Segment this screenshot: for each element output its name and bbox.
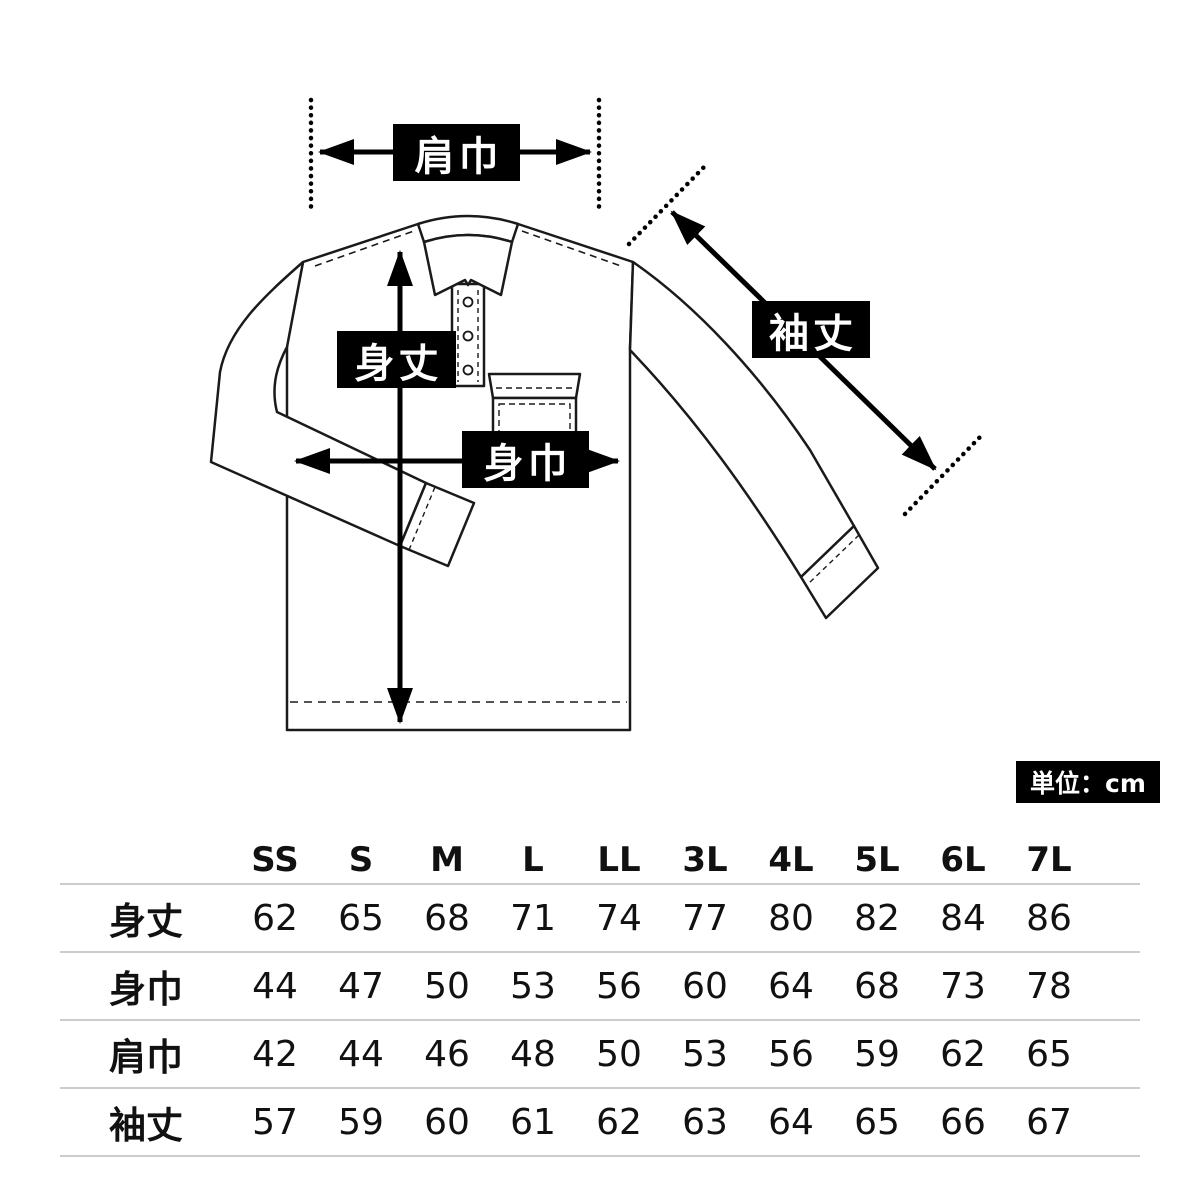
size-value-cell: 57 (252, 1101, 298, 1143)
size-value-cell: 68 (424, 897, 470, 939)
size-value-cell: 62 (596, 1101, 642, 1143)
shirt-measurement-illustration (209, 97, 983, 732)
size-column-header: LL (597, 839, 641, 880)
size-value-cell: 65 (338, 897, 384, 939)
table-row: 身巾 44 47 50 53 56 60 64 68 73 78 (60, 952, 1140, 1020)
body-length-label: 身丈 (337, 331, 456, 388)
size-value-cell: 47 (338, 965, 384, 1007)
size-value-cell: 66 (940, 1101, 986, 1143)
size-value-cell: 64 (768, 965, 814, 1007)
size-column-header: S (348, 839, 374, 880)
size-value-cell: 50 (596, 1033, 642, 1075)
shoulder-stitch-left (314, 230, 415, 267)
sleeve-length-guide-lines (626, 164, 983, 517)
size-column-header: 4L (768, 839, 814, 880)
size-value-cell: 50 (424, 965, 470, 1007)
size-value-cell: 48 (510, 1033, 556, 1075)
size-table: SS S M L LL 3L 4L 5L 6L 7L 身丈 62 65 68 7… (60, 836, 1140, 1157)
size-value-cell: 64 (768, 1101, 814, 1143)
size-value-cell: 59 (338, 1101, 384, 1143)
size-value-cell: 84 (940, 897, 986, 939)
size-value-cell: 82 (854, 897, 900, 939)
placket-buttons (462, 296, 474, 376)
size-value-cell: 56 (768, 1033, 814, 1075)
size-value-cell: 78 (1026, 965, 1072, 1007)
size-value-cell: 68 (854, 965, 900, 1007)
collar (416, 214, 520, 297)
size-value-cell: 65 (1026, 1033, 1072, 1075)
size-column-header: 6L (940, 839, 986, 880)
size-value-cell: 63 (682, 1101, 728, 1143)
table-spacer (1092, 1020, 1140, 1088)
body-width-label: 身巾 (462, 431, 589, 488)
size-value-cell: 62 (940, 1033, 986, 1075)
size-value-cell: 60 (682, 965, 728, 1007)
shoulder-width-guide-lines (308, 97, 602, 210)
table-spacer (1092, 952, 1140, 1020)
size-value-cell: 44 (338, 1033, 384, 1075)
left-sleeve (209, 260, 428, 548)
shoulder-width-label: 肩巾 (393, 124, 520, 181)
table-spacer (1092, 836, 1140, 884)
right-cuff-stitch (805, 534, 860, 587)
table-row: 身丈 62 65 68 71 74 77 80 82 84 86 (60, 884, 1140, 952)
size-value-cell: 73 (940, 965, 986, 1007)
size-value-cell: 53 (682, 1033, 728, 1075)
size-value-cell: 53 (510, 965, 556, 1007)
sleeve-length-label: 袖丈 (752, 301, 870, 358)
size-header-row: SS S M L LL 3L 4L 5L 6L 7L (60, 836, 1140, 884)
size-column-header: 5L (854, 839, 900, 880)
size-column-header: 3L (682, 839, 728, 880)
row-label: 身巾 (109, 968, 183, 1011)
row-label: 袖丈 (109, 1104, 183, 1147)
size-value-cell: 42 (252, 1033, 298, 1075)
size-value-cell: 86 (1026, 897, 1072, 939)
shoulder-stitch-right (521, 230, 622, 267)
table-spacer (1092, 1088, 1140, 1156)
size-value-cell: 61 (510, 1101, 556, 1143)
size-value-cell: 56 (596, 965, 642, 1007)
size-value-cell: 62 (252, 897, 298, 939)
size-value-cell: 59 (854, 1033, 900, 1075)
row-label: 身丈 (109, 900, 183, 943)
table-spacer (1092, 884, 1140, 952)
size-value-cell: 65 (854, 1101, 900, 1143)
table-row: 袖丈 57 59 60 61 62 63 64 65 66 67 (60, 1088, 1140, 1156)
left-cuff (398, 481, 476, 568)
size-value-cell: 46 (424, 1033, 470, 1075)
size-column-header: SS (251, 839, 299, 880)
size-value-cell: 80 (768, 897, 814, 939)
size-value-cell: 74 (596, 897, 642, 939)
left-cuff-stitch (408, 486, 436, 551)
table-row: 肩巾 42 44 46 48 50 53 56 59 62 65 (60, 1020, 1140, 1088)
size-value-cell: 67 (1026, 1101, 1072, 1143)
row-label: 肩巾 (109, 1036, 183, 1079)
size-column-header: 7L (1026, 839, 1072, 880)
corner-cell (60, 836, 232, 884)
size-value-cell: 44 (252, 965, 298, 1007)
right-cuff (799, 524, 880, 620)
size-value-cell: 77 (682, 897, 728, 939)
unit-label: 単位：cm (1016, 761, 1160, 803)
size-column-header: M (430, 839, 464, 880)
size-value-cell: 71 (510, 897, 556, 939)
size-column-header: L (522, 839, 544, 880)
size-value-cell: 60 (424, 1101, 470, 1143)
